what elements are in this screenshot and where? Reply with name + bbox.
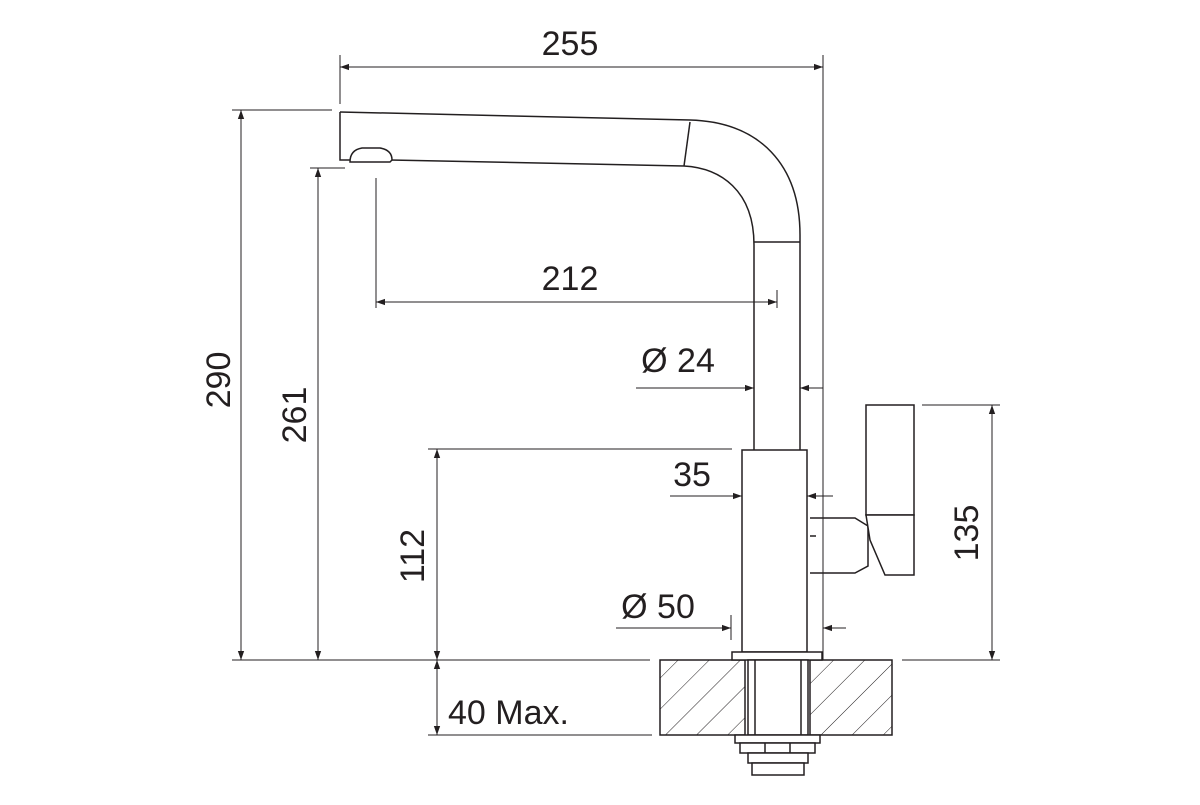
faucet-outline: [339, 111, 915, 776]
label-body-width: 35: [673, 456, 711, 494]
dimension-labels: 255 212 Ø 24 35 Ø 50 40 Max. 290 261 112…: [200, 25, 986, 732]
label-body-height: 112: [394, 529, 432, 583]
label-max-thickness: 40 Max.: [448, 694, 569, 732]
label-outlet-height: 261: [276, 387, 314, 444]
label-spout-diameter: Ø 24: [641, 342, 715, 380]
worktop-section: [659, 659, 893, 736]
label-lever-height: 135: [948, 505, 986, 562]
label-spout-reach: 212: [542, 260, 599, 298]
label-total-height: 290: [200, 352, 238, 409]
label-base-diameter: Ø 50: [621, 588, 695, 626]
extension-lines: [232, 55, 1000, 736]
dimension-lines: [237, 63, 996, 735]
label-total-reach: 255: [542, 25, 599, 63]
